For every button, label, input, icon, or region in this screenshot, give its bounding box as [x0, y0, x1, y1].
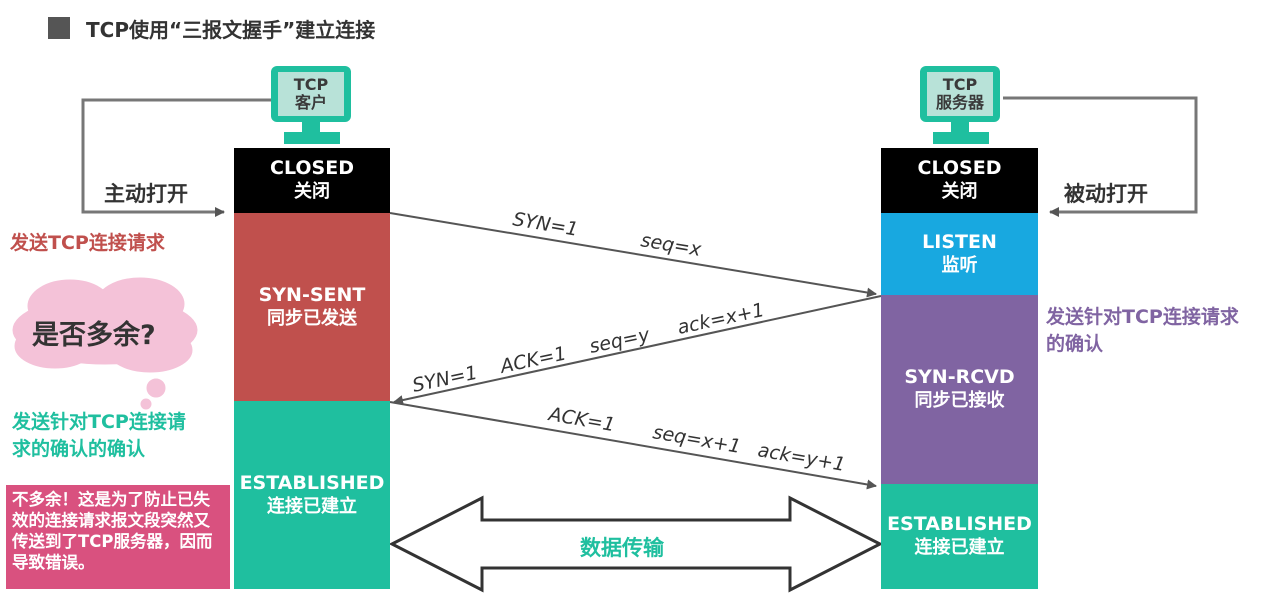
server-label-line1: TCP: [942, 74, 978, 94]
active-open-label: 主动打开: [104, 182, 188, 206]
syn-ack-arrow: [393, 295, 882, 405]
client-monitor: TCP 客户: [271, 66, 351, 122]
send-ack-note: 发送针对TCP连接请求 的确认: [1046, 306, 1239, 355]
server-monitor-neck: [951, 122, 969, 132]
m3-label-2: ack=y+1: [756, 439, 847, 476]
answer-box: 不多余！这是为了防止已失效的连接请求报文段突然又传送到了TCP服务器，因而导致错…: [6, 485, 230, 589]
server-state-listen: LISTEN 监听: [881, 213, 1038, 295]
client-state-syn-sent: SYN-SENT 同步已发送: [234, 213, 390, 401]
ack-arrow: [389, 401, 877, 490]
data-transfer-label: 数据传输: [580, 536, 664, 560]
client-label-line1: TCP: [293, 74, 329, 94]
send-request-note: 发送TCP连接请求: [10, 232, 165, 254]
send-ack-of-ack-note: 发送针对TCP连接请 求的确认的确认: [12, 411, 186, 460]
syn-arrow: [389, 212, 877, 298]
m2-label-1: ACK=1: [497, 342, 569, 378]
server-monitor-base: [933, 132, 989, 144]
redundant-question: 是否多余?: [32, 320, 156, 351]
active-open-line: [81, 98, 272, 217]
client-label-line2: 客户: [294, 93, 327, 112]
page-title: TCP使用“三报文握手”建立连接: [86, 18, 376, 42]
passive-open-label: 被动打开: [1064, 182, 1148, 206]
server-label-line2: 服务器: [935, 93, 984, 112]
server-state-closed: CLOSED 关闭: [881, 148, 1038, 213]
client-monitor-neck: [302, 122, 320, 132]
client-state-closed: CLOSED 关闭: [234, 148, 390, 213]
title-bullet: [48, 17, 70, 39]
passive-open-line: [1003, 96, 1198, 217]
client-state-established: ESTABLISHED 连接已建立: [234, 401, 390, 589]
question-cloud: [12, 277, 198, 410]
data-transfer-arrow: [388, 495, 884, 593]
m3-label-1: seq=x+1: [651, 421, 742, 458]
server-monitor: TCP 服务器: [920, 66, 1000, 122]
m2-label-3: ack=x+1: [675, 299, 766, 339]
server-state-syn-rcvd: SYN-RCVD 同步已接收: [881, 295, 1038, 484]
server-state-established: ESTABLISHED 连接已建立: [881, 484, 1038, 589]
client-monitor-base: [284, 132, 340, 144]
